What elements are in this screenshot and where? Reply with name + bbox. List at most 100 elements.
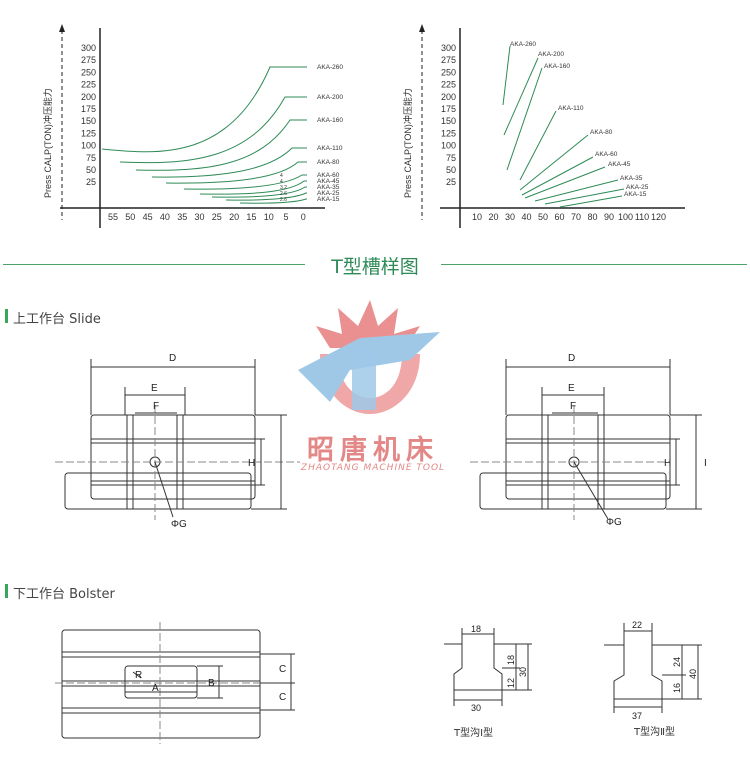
tslot1-h1-dim: 18 bbox=[506, 655, 516, 665]
svg-text:2.6: 2.6 bbox=[280, 191, 287, 197]
right-y-tick: 250 bbox=[441, 67, 456, 77]
dim-r-label: R bbox=[135, 670, 142, 681]
left-y-tick: 50 bbox=[86, 165, 96, 175]
dim-h-label: H bbox=[248, 458, 255, 469]
line-aka-35 bbox=[534, 179, 619, 202]
right-x-tick: 100 bbox=[618, 212, 633, 222]
tslot1-total-dim: 30 bbox=[518, 667, 528, 677]
dim-c1-label: C bbox=[279, 664, 286, 675]
section-title: T型槽样图 bbox=[331, 256, 419, 278]
tslot2-caption: T型沟Ⅱ型 bbox=[633, 725, 675, 738]
tslot2-bottom-dim: 37 bbox=[632, 711, 642, 721]
tslot-type2-drawing: 22 24 16 40 37 T型沟Ⅱ型 bbox=[604, 620, 702, 738]
curve-aka-15 bbox=[239, 198, 307, 204]
right-x-tick: 120 bbox=[651, 212, 666, 222]
left-series-label: AKA-200 bbox=[317, 94, 343, 101]
left-y-tick: 250 bbox=[81, 67, 96, 77]
curve-aka-200 bbox=[119, 96, 307, 164]
left-x-tick: 5 bbox=[283, 212, 288, 222]
left-x-tick: 50 bbox=[125, 212, 135, 222]
left-series-label: AKA-35 bbox=[317, 184, 340, 191]
left-y-tick: 225 bbox=[81, 80, 96, 90]
right-series-label: AKA-15 bbox=[624, 191, 647, 198]
right-x-tick: 30 bbox=[505, 212, 515, 222]
svg-text:3.2: 3.2 bbox=[280, 185, 287, 191]
line-aka-80 bbox=[519, 134, 589, 191]
left-y-tick: 150 bbox=[81, 116, 96, 126]
left-y-tick: 100 bbox=[81, 141, 96, 151]
left-arrow-head bbox=[59, 24, 65, 32]
left-y-tick: 200 bbox=[81, 92, 96, 102]
left-x-tick: 10 bbox=[264, 212, 274, 222]
right-x-tick: 20 bbox=[488, 212, 498, 222]
slide-title-bar bbox=[5, 309, 8, 323]
line-aka-25 bbox=[544, 188, 625, 205]
right-series-label: AKA-25 bbox=[626, 184, 649, 191]
slide-title: 上工作台 Slide bbox=[13, 312, 101, 327]
right-x-tick: 70 bbox=[571, 212, 581, 222]
dim-i-label: I bbox=[704, 458, 707, 469]
right-x-tick: 60 bbox=[554, 212, 564, 222]
right-y-tick: 125 bbox=[441, 128, 456, 138]
dim-d-label-2: D bbox=[568, 353, 575, 364]
tslot1-top-dim: 18 bbox=[471, 624, 481, 634]
right-y-tick: 200 bbox=[441, 92, 456, 102]
right-y-tick: 225 bbox=[441, 80, 456, 90]
curve-aka-110 bbox=[151, 147, 307, 178]
line-aka-160 bbox=[506, 67, 543, 171]
curve-aka-260 bbox=[101, 66, 307, 153]
left-y-tick: 25 bbox=[86, 177, 96, 187]
left-series-label: AKA-45 bbox=[317, 178, 340, 185]
bolster-drawing: R A B C C bbox=[55, 622, 295, 744]
left-y-tick: 300 bbox=[81, 43, 96, 53]
right-y-tick: 150 bbox=[441, 116, 456, 126]
left-x-tick: 25 bbox=[212, 212, 222, 222]
dim-e-label: E bbox=[151, 383, 158, 394]
tslot-type1-drawing: 18 18 12 30 30 T型沟Ⅰ型 bbox=[444, 624, 532, 739]
right-series-label: AKA-110 bbox=[558, 105, 584, 112]
left-y-label: Press CALP(TON)冲压能力 bbox=[42, 88, 53, 198]
left-y-tick: 275 bbox=[81, 55, 96, 65]
tslot1-bottom-dim: 30 bbox=[471, 703, 481, 713]
tslot2-h1-dim: 24 bbox=[672, 657, 682, 667]
left-y-tick: 75 bbox=[86, 153, 96, 163]
bolster-title: 下工作台 Bolster bbox=[13, 587, 115, 602]
right-x-tick: 10 bbox=[472, 212, 482, 222]
tslot2-total-dim: 40 bbox=[688, 669, 698, 679]
bolster-title-bar bbox=[5, 584, 8, 598]
left-series-label: AKA-15 bbox=[317, 196, 340, 203]
left-series-label: AKA-25 bbox=[317, 190, 340, 197]
dim-d-label: D bbox=[169, 353, 176, 364]
left-series-label: AKA-260 bbox=[317, 64, 343, 71]
left-x-tick: 55 bbox=[108, 212, 118, 222]
left-x-tick: 35 bbox=[177, 212, 187, 222]
slide-drawing-right: D E F H I ΦG bbox=[470, 353, 707, 528]
dim-e-label-2: E bbox=[568, 383, 575, 394]
left-x-tick: 40 bbox=[160, 212, 170, 222]
left-small-labels: 4 4 3.2 2.6 2.6 bbox=[280, 173, 287, 203]
right-y-tick: 275 bbox=[441, 55, 456, 65]
right-x-tick: 90 bbox=[604, 212, 614, 222]
dim-f-label-2: F bbox=[570, 401, 576, 412]
dim-b-label: B bbox=[208, 678, 215, 689]
left-series-label: AKA-80 bbox=[317, 159, 340, 166]
right-y-tick: 25 bbox=[446, 177, 456, 187]
left-x-tick: 15 bbox=[246, 212, 256, 222]
dim-a-label: A bbox=[152, 683, 159, 694]
svg-text:4: 4 bbox=[280, 179, 283, 185]
right-series-labels: AKA-260AKA-200AKA-160AKA-110AKA-80AKA-60… bbox=[510, 41, 649, 198]
right-series-label: AKA-160 bbox=[544, 63, 570, 70]
tslot1-h2-dim: 12 bbox=[506, 678, 516, 688]
right-x-tick: 50 bbox=[538, 212, 548, 222]
tslot2-h2-dim: 16 bbox=[672, 683, 682, 693]
curve-aka-160 bbox=[135, 119, 307, 171]
left-y-tick: 125 bbox=[81, 128, 96, 138]
right-y-tick: 100 bbox=[441, 141, 456, 151]
svg-text:4: 4 bbox=[280, 173, 283, 179]
slide-drawing-left: D E F H ΦG bbox=[55, 353, 300, 530]
right-series-label: AKA-200 bbox=[538, 51, 564, 58]
